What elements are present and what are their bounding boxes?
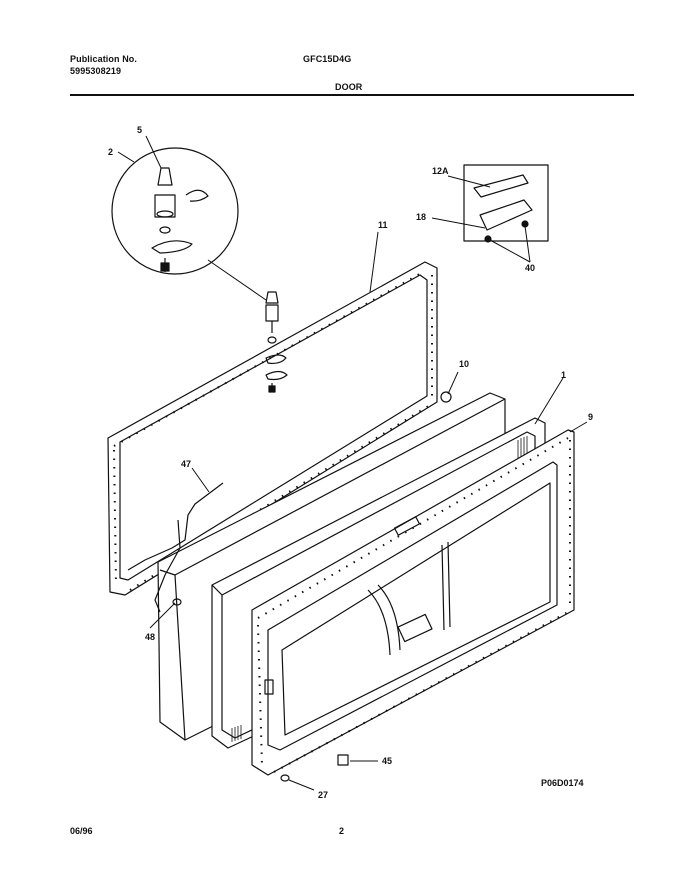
page-number: 2 <box>339 826 345 836</box>
publication-number: 5995308219 <box>70 66 122 76</box>
door-wire <box>127 482 224 613</box>
callout-47: 47 <box>181 459 191 469</box>
clip-part <box>337 754 349 766</box>
footer-date: 06/96 <box>70 826 93 836</box>
publication-label: Publication No. <box>70 54 138 64</box>
callout-1: 1 <box>561 370 566 380</box>
model-number: GFC15D4G <box>303 54 352 64</box>
handle-detail-box <box>463 164 549 243</box>
callout-11: 11 <box>378 220 388 230</box>
callout-45: 45 <box>382 756 392 766</box>
callout-12a: 12A <box>432 166 449 176</box>
section-title: DOOR <box>335 82 363 92</box>
header-rule <box>70 94 634 96</box>
callout-48: 48 <box>145 632 155 642</box>
figure-code: P06D0174 <box>541 778 584 788</box>
hinge-detail-circle <box>111 147 239 275</box>
callout-10: 10 <box>459 359 469 369</box>
callout-40: 40 <box>525 263 535 273</box>
plug-part <box>440 391 452 403</box>
callout-18: 18 <box>416 212 426 222</box>
callout-2: 2 <box>108 147 113 157</box>
screw-part <box>172 598 182 606</box>
hinge-assembly <box>265 291 288 393</box>
screw-part-27 <box>280 774 290 782</box>
callout-27: 27 <box>318 790 328 800</box>
callout-5: 5 <box>137 125 142 135</box>
callout-9: 9 <box>588 412 593 422</box>
leader-lines <box>117 135 588 791</box>
door-liner <box>251 429 575 776</box>
